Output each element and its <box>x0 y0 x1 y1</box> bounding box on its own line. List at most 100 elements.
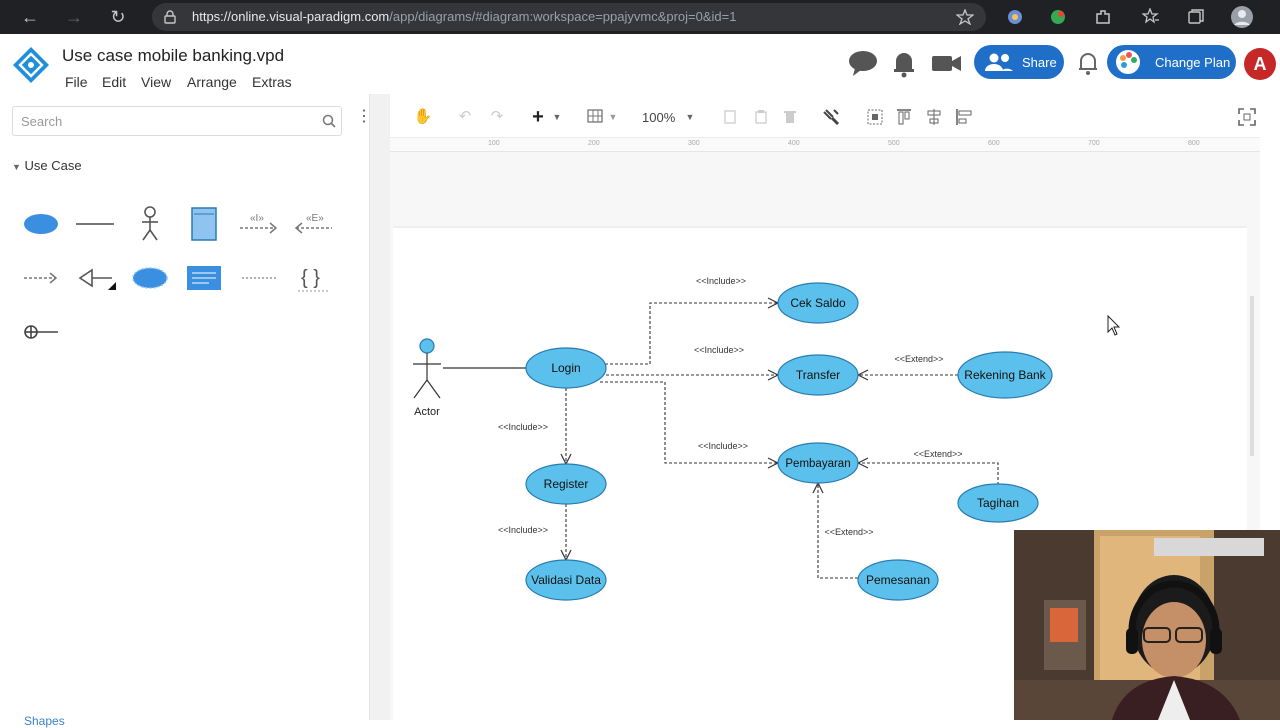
profile-icon[interactable] <box>1230 5 1254 29</box>
zoom-dropdown-chevron-icon[interactable]: ▼ <box>685 112 695 122</box>
fit-selection-icon[interactable] <box>866 108 884 126</box>
search-icon[interactable] <box>322 114 336 128</box>
include-pembayaran-line[interactable] <box>600 381 778 463</box>
favorites-icon[interactable] <box>1142 8 1160 26</box>
user-avatar[interactable]: A <box>1244 48 1276 80</box>
use-case-transfer[interactable] <box>777 354 859 396</box>
svg-text:{ }: { } <box>301 267 320 289</box>
note-shape-icon[interactable] <box>181 258 227 298</box>
menu-file[interactable]: File <box>65 74 88 90</box>
extend-pemesanan-line[interactable] <box>818 483 858 579</box>
use-case-pembayaran[interactable] <box>777 442 859 484</box>
palette-icon <box>1116 50 1140 74</box>
use-case-login[interactable] <box>525 347 607 389</box>
menu-edit[interactable]: Edit <box>102 74 127 90</box>
ruler-tick: 200 <box>588 140 600 147</box>
diagram-toolbar: ✋ ↶ ↷ + ▼ ▼ 100% ▼ <box>390 94 1260 138</box>
ruler-tick: 800 <box>1188 140 1200 147</box>
horizontal-ruler: 100 200 300 400 500 600 700 800 <box>390 138 1260 152</box>
diagram-canvas[interactable]: Actor Login Cek Saldo Transfer Rekening … <box>390 152 1260 720</box>
format-painter-icon[interactable] <box>822 108 840 126</box>
extensions-puzzle-icon[interactable] <box>1094 8 1112 26</box>
containment-shape-icon[interactable] <box>18 312 64 352</box>
undo-icon[interactable]: ↶ <box>458 108 472 125</box>
extend-label[interactable]: <<Extend>> <box>894 354 943 364</box>
use-case-tagihan[interactable] <box>957 483 1039 523</box>
share-button[interactable]: Share <box>974 45 1064 79</box>
collections-icon[interactable] <box>1187 8 1205 26</box>
video-camera-icon[interactable] <box>930 48 962 78</box>
association-shape-icon[interactable] <box>72 204 118 244</box>
extend-tagihan-line[interactable] <box>858 463 999 485</box>
include-label[interactable]: <<Include>> <box>698 441 748 451</box>
paste-icon[interactable] <box>754 109 768 125</box>
use-case-rekening-bank-label: Rekening Bank <box>964 368 1046 382</box>
redo-icon[interactable]: ↷ <box>490 108 504 125</box>
reload-icon[interactable]: ↻ <box>110 7 126 27</box>
use-case-shape-icon[interactable] <box>18 204 64 244</box>
dependency-shape-icon[interactable] <box>18 258 64 298</box>
use-case-rekening-bank[interactable] <box>957 351 1053 399</box>
chat-bubble-icon[interactable] <box>847 48 879 78</box>
browser-toolbar: ← → ↻ https://online.visual-paradigm.com… <box>0 0 1280 34</box>
use-case-register[interactable] <box>525 463 607 505</box>
include-label[interactable]: <<Include>> <box>694 345 744 355</box>
forward-arrow-icon[interactable]: → <box>65 7 83 27</box>
menu-arrange[interactable]: Arrange <box>187 74 237 90</box>
ruler-tick: 700 <box>1088 140 1100 147</box>
fullscreen-icon[interactable] <box>1238 108 1256 126</box>
align-top-icon[interactable] <box>895 108 913 126</box>
use-case-cek-saldo[interactable] <box>777 282 859 324</box>
shape-search-input[interactable]: Search <box>12 106 342 136</box>
align-left-icon[interactable] <box>955 108 973 126</box>
include-label[interactable]: <<Include>> <box>498 525 548 535</box>
visual-paradigm-logo-icon[interactable] <box>12 46 50 84</box>
app-header: Use case mobile banking.vpd File Edit Vi… <box>0 34 1280 94</box>
vertical-scrollbar[interactable] <box>1250 296 1254 456</box>
actor-shape-icon[interactable] <box>127 204 173 244</box>
include-relationship-shape-icon[interactable]: «I» <box>236 204 282 244</box>
add-icon[interactable]: + <box>532 106 544 128</box>
use-case-validasi-data[interactable] <box>525 559 607 601</box>
use-case-pemesanan[interactable] <box>857 559 939 601</box>
shapes-footer-link[interactable]: Shapes <box>24 714 65 728</box>
extend-label[interactable]: <<Extend>> <box>824 527 873 537</box>
extend-label[interactable]: <<Extend>> <box>913 449 962 459</box>
users-icon <box>985 53 1013 71</box>
use-case-section-header[interactable]: ▼ Use Case <box>12 158 82 173</box>
generalization-shape-icon[interactable] <box>72 258 118 298</box>
include-cek-saldo-line[interactable] <box>605 303 778 365</box>
document-title[interactable]: Use case mobile banking.vpd <box>62 46 285 65</box>
address-bar[interactable]: https://online.visual-paradigm.com/app/d… <box>152 3 986 31</box>
webcam-overlay <box>1014 530 1280 720</box>
ruler-tick: 300 <box>688 140 700 147</box>
menu-view[interactable]: View <box>141 74 172 90</box>
grid-dropdown-chevron-icon[interactable]: ▼ <box>608 112 618 122</box>
actor-figure[interactable] <box>413 338 441 399</box>
panel-more-icon[interactable]: ⋮ <box>356 108 372 125</box>
business-use-case-shape-icon[interactable] <box>127 258 173 298</box>
grid-icon[interactable] <box>587 109 603 123</box>
mouse-cursor-icon <box>1107 314 1121 336</box>
include-label[interactable]: <<Include>> <box>498 422 548 432</box>
copy-icon[interactable] <box>723 109 737 125</box>
pan-hand-icon[interactable]: ✋ <box>413 108 433 125</box>
notification-bell-icon[interactable] <box>888 48 920 78</box>
change-plan-button[interactable]: Change Plan <box>1107 45 1236 79</box>
add-dropdown-chevron-icon[interactable]: ▼ <box>552 112 562 122</box>
constraint-shape-icon[interactable]: { } <box>290 258 336 298</box>
system-boundary-shape-icon[interactable] <box>181 204 227 244</box>
delete-trash-icon[interactable] <box>783 109 797 125</box>
zoom-level[interactable]: 100% <box>642 110 676 125</box>
include-label[interactable]: <<Include>> <box>696 276 746 286</box>
panel-splitter[interactable] <box>370 94 390 720</box>
menu-extras[interactable]: Extras <box>252 74 292 90</box>
distribute-icon[interactable] <box>925 108 943 126</box>
back-arrow-icon[interactable]: ← <box>21 7 39 27</box>
extend-relationship-shape-icon[interactable]: «E» <box>290 204 336 244</box>
bell-outline-icon[interactable] <box>1072 48 1104 78</box>
extension-colored-icon[interactable] <box>1006 8 1024 26</box>
anchor-shape-icon[interactable] <box>236 258 282 298</box>
extension-green-icon[interactable] <box>1049 8 1067 26</box>
bookmark-star-icon[interactable] <box>956 9 974 25</box>
